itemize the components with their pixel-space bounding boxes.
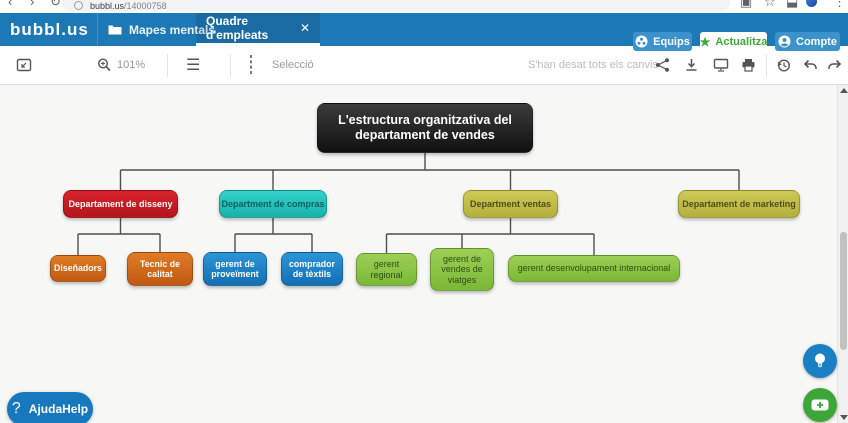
actualitza-label: Actualitza xyxy=(715,35,768,48)
menu-icon[interactable]: ☰ xyxy=(186,57,201,74)
browser-bookmark-icon[interactable]: ☆ xyxy=(764,0,776,9)
browser-extension-icon[interactable]: ▣ xyxy=(740,0,753,9)
org-node-ventas[interactable]: Department ventas xyxy=(463,190,558,218)
download-icon[interactable] xyxy=(684,58,699,73)
mindmap-canvas[interactable]: ? AjudaHelp L'estructura organitzativa d… xyxy=(0,85,848,423)
org-node-viatges[interactable]: gerent de vendes de viatges xyxy=(430,248,494,291)
scroll-up-icon[interactable] xyxy=(840,88,848,93)
nav-tab-label: Mapes mentals xyxy=(129,22,216,37)
fit-screen-icon[interactable] xyxy=(16,57,32,73)
share-icon[interactable] xyxy=(655,58,670,73)
redo-icon[interactable] xyxy=(827,59,843,72)
save-status: S'han desat tots els canvis xyxy=(528,59,658,71)
org-node-root[interactable]: L'estructura organitzativa del departame… xyxy=(317,103,533,153)
browser-avatar[interactable] xyxy=(806,0,817,7)
site-info-icon[interactable] xyxy=(74,0,83,10)
toolbar: 101% ☰ Selecció S'han desat tots els can… xyxy=(0,46,848,85)
compte-button[interactable]: Compte xyxy=(775,32,840,51)
folder-icon xyxy=(108,25,122,35)
scrollbar-thumb[interactable] xyxy=(840,232,847,350)
star-icon: ★ xyxy=(699,34,711,49)
help-label: AjudaHelp xyxy=(28,402,89,416)
bubbl-logo[interactable]: bubbl.us xyxy=(10,20,89,39)
browser-back-icon[interactable]: ‹ xyxy=(8,0,13,9)
browser-refresh-icon[interactable]: ↻ xyxy=(50,0,61,9)
compte-label: Compte xyxy=(796,35,837,48)
org-node-marketing[interactable]: Departament de marketing xyxy=(678,190,800,218)
vertical-scrollbar[interactable] xyxy=(837,85,848,423)
active-tab-label: Quadre d'empleats xyxy=(206,14,269,42)
tab-close-icon[interactable]: ✕ xyxy=(299,21,310,35)
org-chart-connectors xyxy=(77,153,740,255)
idea-bulb-button[interactable] xyxy=(803,344,837,378)
lightbulb-icon xyxy=(815,353,825,368)
browser-menu-icon[interactable]: ⋮ xyxy=(833,0,846,9)
plus-icon xyxy=(811,399,829,411)
org-node-tecnic[interactable]: Tecnic de calitat xyxy=(127,252,193,286)
org-node-disenadors[interactable]: Diseñadors xyxy=(50,255,106,282)
nav-mapes-mentals[interactable]: Mapes mentals xyxy=(97,13,225,46)
equips-button[interactable]: Equips xyxy=(633,32,692,51)
toolbar-divider xyxy=(230,54,231,77)
account-icon xyxy=(778,35,791,48)
org-node-compras[interactable]: Department de compras xyxy=(219,190,327,218)
zoom-level: 101% xyxy=(117,59,146,71)
org-node-comprador[interactable]: comprador de tèxtils xyxy=(281,252,343,286)
browser-forward-icon[interactable]: › xyxy=(30,0,35,9)
org-node-internacional[interactable]: gerent desenvolupament internacional xyxy=(508,255,680,282)
print-icon[interactable] xyxy=(741,58,756,73)
org-node-disseny[interactable]: Departament de disseny xyxy=(63,190,178,218)
browser-url-bar[interactable]: bubbl.us/14000758 xyxy=(62,0,730,11)
app-header: bubbl.us Mapes mentals Quadre d'empleats… xyxy=(0,13,848,51)
question-icon: ? xyxy=(11,400,21,417)
selection-label: Selecció xyxy=(272,59,314,71)
selection-icon[interactable] xyxy=(250,55,252,74)
browser-chrome: ‹ › ↻ bubbl.us/14000758 ▣ ☆ ⬓ ⋮ xyxy=(0,0,848,13)
zoom-icon[interactable] xyxy=(97,58,112,73)
help-button[interactable]: ? AjudaHelp xyxy=(7,392,93,423)
scroll-down-icon[interactable] xyxy=(840,415,848,420)
browser-downloads-icon[interactable]: ⬓ xyxy=(786,0,799,9)
undo-icon[interactable] xyxy=(802,59,818,72)
add-node-button[interactable] xyxy=(803,388,837,422)
org-node-regional[interactable]: gerent regional xyxy=(356,253,417,286)
org-node-proveiment[interactable]: gerent de proveïment xyxy=(203,252,267,286)
actualitza-button[interactable]: ★ Actualitza xyxy=(700,32,767,51)
toolbar-divider xyxy=(167,54,168,77)
teams-icon xyxy=(635,35,648,48)
tab-quadre-dempleats[interactable]: Quadre d'empleats ✕ xyxy=(196,13,320,46)
toolbar-divider xyxy=(766,54,767,77)
url-text: bubbl.us/14000758 xyxy=(90,0,167,11)
present-icon[interactable] xyxy=(713,58,729,73)
history-icon[interactable] xyxy=(776,58,791,73)
equips-label: Equips xyxy=(653,35,690,48)
